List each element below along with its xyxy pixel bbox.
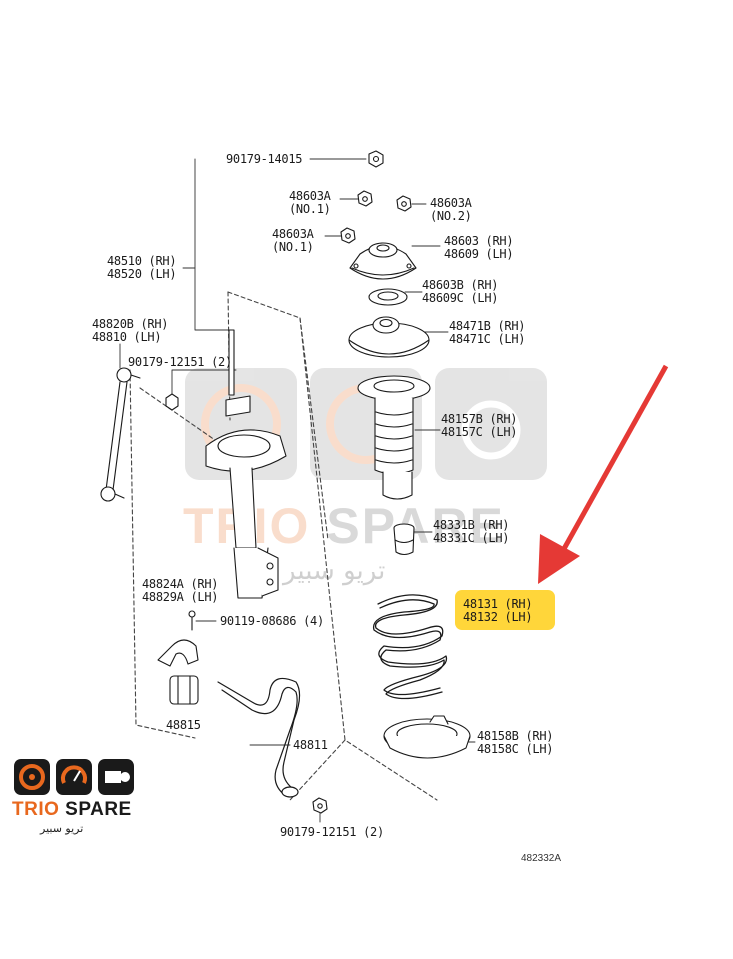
stabilizer-bar <box>217 677 301 798</box>
label-48157b-boot: 48157B (RH)48157C (LH) <box>441 412 518 439</box>
label-48603b-bearing: 48603B (RH)48609C (LH) <box>422 278 499 305</box>
label-48815-bushing: 48815 <box>166 718 201 732</box>
label-48603a-no2: 48603A(NO.2) <box>430 196 472 223</box>
spring-label-highlight <box>455 590 555 630</box>
coil-spring <box>372 594 448 700</box>
strut-dashed-outline <box>129 291 438 801</box>
label-48331b-bumper: 48331B (RH)48331C (LH) <box>433 518 510 545</box>
nut-48603a-2 <box>396 195 412 212</box>
watermark-arabic: تريو سبير <box>283 556 386 586</box>
upper-strut-mount <box>349 242 417 280</box>
label-90179-14015: 90179-14015 <box>226 152 303 166</box>
stabilizer-link <box>100 367 141 502</box>
label-48603a-no1-upper: 48603A(NO.1) <box>289 189 331 216</box>
strut-assembly <box>205 329 287 599</box>
bottom-nut <box>312 797 328 814</box>
nut-top-90179-14015 <box>368 150 384 168</box>
label-90179-12151-link-nut: 90179-12151 (2) <box>128 355 232 369</box>
label-48603-mount: 48603 (RH)48609 (LH) <box>444 234 514 261</box>
label-48158b-lower-seat: 48158B (RH)48158C (LH) <box>477 729 554 756</box>
label-48131-spring: 48131 (RH)48132 (LH) <box>463 597 533 624</box>
brand-logo-icons <box>14 759 134 795</box>
brand-logo-arabic: تريو سبير <box>40 822 84 835</box>
label-48510-strut: 48510 (RH)48520 (LH) <box>107 254 177 281</box>
dust-boot <box>357 375 431 500</box>
nut-48603a-3 <box>340 227 356 244</box>
link-nut <box>165 393 179 411</box>
label-90179-12151-bottom: 90179-12151 (2) <box>280 825 384 839</box>
lower-spring-seat <box>383 715 471 759</box>
label-48811-stabilizer: 48811 <box>293 738 328 752</box>
stabilizer-bushing <box>169 675 199 705</box>
brand-logo-text: TRIO SPARE <box>12 799 132 820</box>
label-48824a-bracket: 48824A (RH)48829A (LH) <box>142 577 219 604</box>
label-48820b-link: 48820B (RH)48810 (LH) <box>92 317 169 344</box>
label-90119-08686-bolt: 90119-08686 (4) <box>220 614 324 628</box>
label-48471b-upper-seat: 48471B (RH)48471C (LH) <box>449 319 526 346</box>
bump-stop <box>393 523 415 556</box>
nut-48603a-1 <box>357 190 373 207</box>
label-48603a-no1-lower: 48603A(NO.1) <box>272 227 314 254</box>
bearing-ring <box>368 288 408 306</box>
stabilizer-bracket <box>157 610 199 667</box>
upper-spring-seat <box>348 316 430 358</box>
leader-lines <box>119 158 476 823</box>
reference-code: 482332A <box>521 853 562 864</box>
red-arrow <box>538 364 669 584</box>
